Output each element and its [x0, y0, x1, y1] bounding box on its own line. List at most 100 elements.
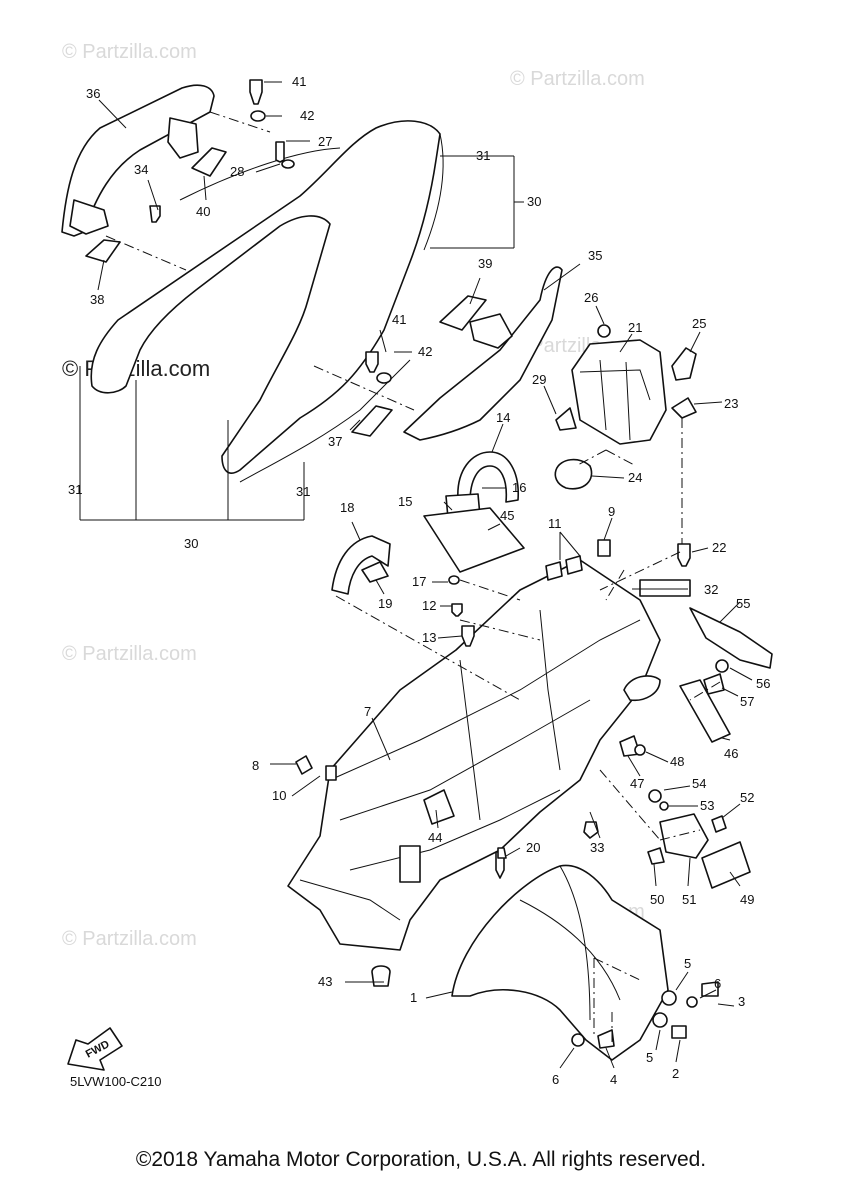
- collar-5: [661, 990, 677, 1006]
- fwd-arrow: FWD: [67, 1027, 123, 1071]
- callout-47: 47: [630, 776, 644, 791]
- callout-33: 33: [590, 840, 604, 855]
- seat-cowl-inner: [179, 147, 341, 201]
- callout-37: 37: [328, 434, 342, 449]
- callout-29: 29: [532, 372, 546, 387]
- callout-35: 35: [588, 248, 602, 263]
- callout-7: 7: [364, 704, 371, 719]
- strap-14: [457, 451, 519, 503]
- callout-12: 12: [422, 598, 436, 613]
- label-44: [423, 789, 455, 825]
- grommet-43: [371, 965, 391, 987]
- reflector-46: [679, 679, 731, 743]
- grab-bar-left-mount: [167, 117, 199, 159]
- fender-detail-2: [339, 699, 591, 821]
- grommet-24: [554, 458, 593, 490]
- callout-9: 9: [608, 504, 615, 519]
- washer-6: [571, 1033, 585, 1047]
- callout-4: 4: [610, 1072, 617, 1087]
- callout-17: 17: [412, 574, 426, 589]
- bracket-55: [689, 607, 773, 669]
- watermark: © Partzilla.com: [62, 928, 197, 950]
- clip-25: [671, 347, 697, 381]
- grab-bar-left-bracket: [69, 199, 109, 235]
- callout-14: 14: [496, 410, 510, 425]
- callout-42-mid: 42: [418, 344, 432, 359]
- callout-13: 13: [422, 630, 436, 645]
- callout-5-lower: 5: [646, 1050, 653, 1065]
- callout-44: 44: [428, 830, 442, 845]
- callout-55: 55: [736, 596, 750, 611]
- callout-41-top: 41: [292, 74, 306, 89]
- pad-38: [85, 239, 121, 263]
- callout-24: 24: [628, 470, 642, 485]
- callout-39: 39: [478, 256, 492, 271]
- bracket-51: [659, 813, 709, 859]
- watermark: © Partzilla.com: [62, 643, 197, 665]
- callout-11: 11: [548, 516, 562, 531]
- collar-54: [648, 789, 662, 803]
- seat-cowl-rail: [423, 133, 444, 251]
- callout-6-right: 6: [714, 976, 721, 991]
- front-fender-detail: [519, 865, 621, 1021]
- callout-48: 48: [670, 754, 684, 769]
- callout-21: 21: [628, 320, 642, 335]
- watermark: © Partzilla.com: [62, 41, 197, 63]
- clip-29: [555, 407, 577, 431]
- callout-2: 2: [672, 1066, 679, 1081]
- seat-cowl-30: [90, 120, 441, 474]
- rear-fender-7: [287, 559, 661, 951]
- callout-27: 27: [318, 134, 332, 149]
- damper-57: [703, 673, 725, 695]
- callout-36: 36: [86, 86, 100, 101]
- callout-31-top: 31: [476, 148, 490, 163]
- fender-detail-5: [459, 609, 561, 821]
- watermark: © Partzilla.com: [510, 68, 645, 90]
- callout-46: 46: [724, 746, 738, 761]
- callout-25: 25: [692, 316, 706, 331]
- callout-22: 22: [712, 540, 726, 555]
- callout-19: 19: [378, 596, 392, 611]
- callout-52: 52: [740, 790, 754, 805]
- bracket-assembly-21: [571, 339, 667, 445]
- washer-48: [634, 744, 646, 756]
- fender-detail-1: [329, 619, 641, 781]
- callout-43: 43: [318, 974, 332, 989]
- clip-23: [671, 397, 697, 419]
- washer-6: [686, 996, 698, 1008]
- callout-31-right: 31: [296, 484, 310, 499]
- pad-39: [439, 295, 487, 331]
- callout-32: 32: [704, 582, 718, 597]
- callout-53: 53: [700, 798, 714, 813]
- callout-57: 57: [740, 694, 754, 709]
- front-fender-1: [451, 864, 669, 1061]
- callout-20: 20: [526, 840, 540, 855]
- callout-45: 45: [500, 508, 514, 523]
- fender-detail-3: [349, 789, 561, 871]
- callout-3: 3: [738, 994, 745, 1009]
- callout-41-mid: 41: [392, 312, 406, 327]
- callout-8: 8: [252, 758, 259, 773]
- callout-1: 1: [410, 990, 417, 1005]
- nut-50: [647, 847, 665, 865]
- grab-bar-right-35: [403, 266, 563, 441]
- fender-hole: [623, 675, 661, 702]
- seat-cowl-edge: [239, 359, 411, 483]
- fender-detail-4: [299, 879, 401, 921]
- bracket-detail: [579, 359, 651, 441]
- callout-49: 49: [740, 892, 754, 907]
- callout-10: 10: [272, 788, 286, 803]
- strap-bracket-19: [361, 561, 389, 583]
- bolts: [149, 79, 727, 1039]
- callout-42-top: 42: [300, 108, 314, 123]
- callout-28: 28: [230, 164, 244, 179]
- callout-16: 16: [512, 480, 526, 495]
- callout-6: 6: [552, 1072, 559, 1087]
- washer-53: [659, 801, 669, 811]
- callout-15: 15: [398, 494, 412, 509]
- pad-40: [191, 147, 227, 177]
- collar-5: [652, 1012, 668, 1028]
- pad-37: [351, 405, 393, 437]
- callout-34: 34: [134, 162, 148, 177]
